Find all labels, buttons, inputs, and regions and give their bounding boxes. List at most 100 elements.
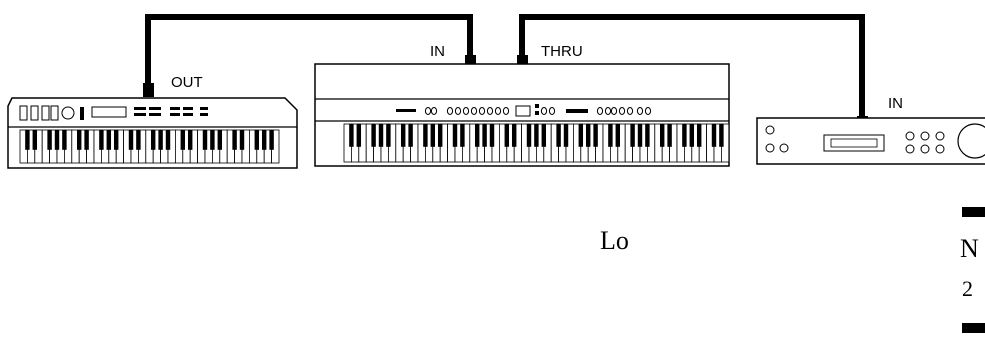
black-key — [84, 130, 89, 150]
black-key — [32, 130, 38, 150]
keyboard-left — [7, 97, 298, 169]
cable-thru-to-in — [519, 14, 865, 118]
led-control — [535, 104, 539, 108]
black-key — [474, 124, 480, 147]
black-key — [106, 130, 112, 150]
button-control — [424, 107, 432, 115]
right-fragment-mark-top — [962, 207, 985, 217]
black-key — [667, 124, 672, 147]
black-key — [165, 130, 171, 150]
black-key — [378, 124, 384, 147]
black-key — [76, 130, 82, 150]
right-text-fragment-1: N — [960, 234, 979, 263]
black-key — [386, 124, 391, 147]
button-control — [454, 107, 462, 115]
slider-control — [396, 109, 416, 112]
black-key — [210, 130, 215, 150]
black-key — [356, 124, 362, 147]
black-key — [711, 124, 717, 147]
cable-out-to-in — [145, 14, 473, 88]
black-key — [696, 124, 702, 147]
keyboard-center — [314, 63, 730, 167]
black-key — [637, 124, 643, 147]
button-control — [548, 107, 556, 115]
black-key — [254, 130, 260, 150]
black-key — [593, 124, 598, 147]
black-key — [585, 124, 591, 147]
black-key — [437, 124, 443, 147]
black-key — [158, 130, 163, 150]
in-port-label-right: IN — [888, 95, 903, 112]
button-control — [540, 107, 548, 115]
tone-module-right — [756, 117, 985, 165]
black-key — [25, 130, 30, 150]
black-key — [99, 130, 104, 150]
black-key — [460, 124, 465, 147]
black-key — [349, 124, 354, 147]
black-key — [615, 124, 621, 147]
display-control — [515, 105, 531, 117]
button-control — [610, 107, 618, 115]
button-control — [644, 107, 652, 115]
plug-out — [143, 83, 154, 97]
button-control — [470, 107, 478, 115]
black-key — [563, 124, 569, 147]
button-control — [494, 107, 502, 115]
button-control — [618, 107, 626, 115]
button-control — [430, 107, 438, 115]
slider-control — [566, 109, 588, 113]
black-key — [47, 130, 52, 150]
button-control — [502, 107, 510, 115]
black-key — [54, 130, 60, 150]
black-key — [400, 124, 406, 147]
led-control — [535, 111, 539, 115]
black-key — [489, 124, 495, 147]
black-key — [511, 124, 517, 147]
black-key — [261, 130, 267, 150]
black-key — [423, 124, 428, 147]
black-key — [232, 130, 237, 150]
black-key — [526, 124, 532, 147]
black-key — [452, 124, 458, 147]
black-key — [659, 124, 665, 147]
keyboard-center-controls — [396, 104, 652, 117]
black-key — [430, 124, 436, 147]
black-key — [202, 130, 208, 150]
black-key — [608, 124, 613, 147]
button-control — [604, 107, 612, 115]
black-key — [534, 124, 539, 147]
black-key — [62, 130, 67, 150]
black-key — [239, 130, 245, 150]
black-key — [689, 124, 695, 147]
center-text-fragment: Lo — [600, 226, 629, 255]
black-key — [128, 130, 134, 150]
button-control — [636, 107, 644, 115]
black-key — [136, 130, 141, 150]
black-key — [578, 124, 584, 147]
right-fragment-mark-bottom — [962, 323, 985, 333]
black-key — [371, 124, 376, 147]
black-key — [482, 124, 487, 147]
right-text-fragment-2: 2 — [962, 276, 973, 301]
black-key — [150, 130, 156, 150]
button-control — [596, 107, 604, 115]
black-key — [541, 124, 547, 147]
in-port-label-center: IN — [430, 43, 445, 60]
black-key — [504, 124, 510, 147]
plug-thru — [517, 55, 528, 69]
button-control — [462, 107, 470, 115]
button-control — [478, 107, 486, 115]
black-key — [408, 124, 413, 147]
button-control — [446, 107, 454, 115]
black-key — [113, 130, 119, 150]
black-key — [217, 130, 223, 150]
black-key — [556, 124, 561, 147]
keyboard-left-keys — [19, 129, 280, 164]
black-key — [187, 130, 193, 150]
button-control — [626, 107, 634, 115]
keyboard-center-keys — [343, 123, 730, 163]
out-port-label: OUT — [171, 74, 203, 91]
black-key — [269, 130, 274, 150]
